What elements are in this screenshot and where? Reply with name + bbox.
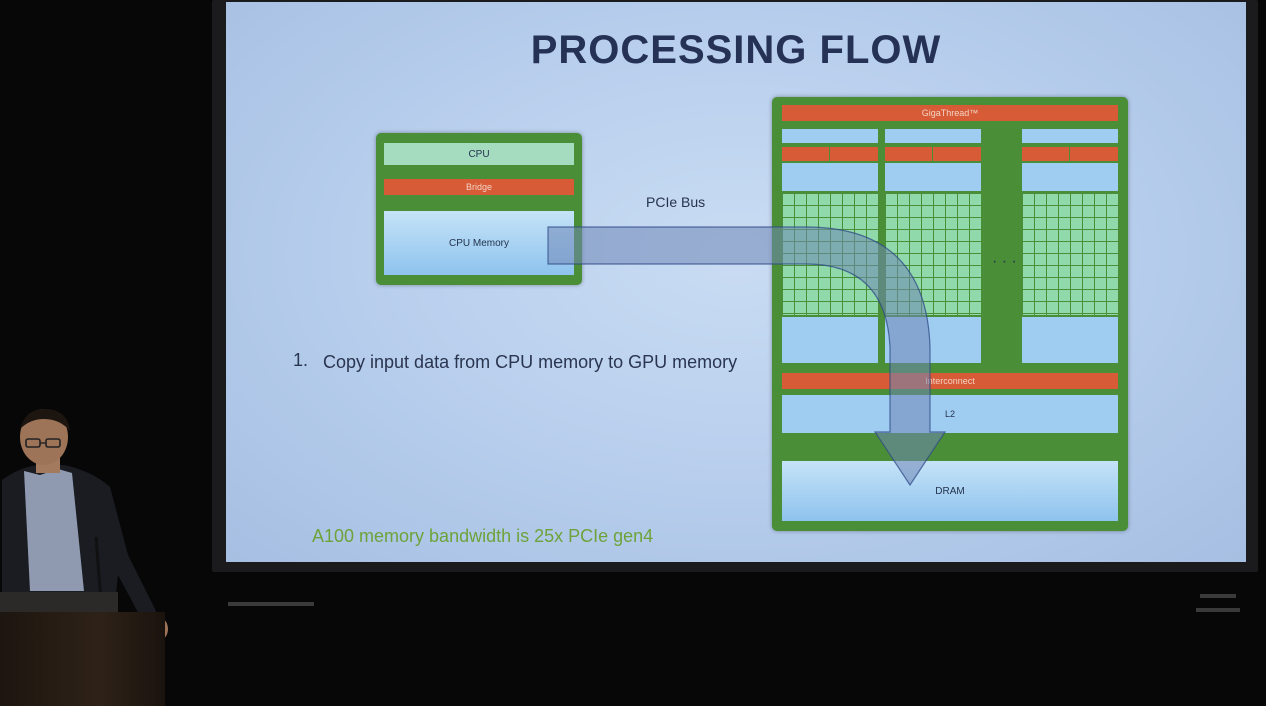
instruction-cache — [1022, 129, 1118, 143]
slide-title: PROCESSING FLOW — [530, 28, 942, 72]
stage-light — [1196, 608, 1240, 612]
warp-scheduler — [782, 147, 878, 161]
instruction-cache — [782, 129, 878, 143]
dram-label: DRAM — [782, 461, 1118, 521]
register-file — [1022, 163, 1118, 191]
cpu-block: CPU Bridge CPU Memory — [376, 133, 582, 285]
stage-light — [228, 602, 314, 606]
podium — [0, 612, 165, 706]
shared-memory — [885, 317, 981, 363]
interconnect-label: Interconnect — [782, 373, 1118, 389]
register-file — [885, 163, 981, 191]
cuda-core-grid — [1022, 193, 1118, 315]
gpu-block: GigaThread™ · · · Interconnect L2 DRAM — [772, 97, 1128, 531]
cpu-label: CPU — [384, 143, 574, 165]
warp-scheduler — [885, 147, 981, 161]
bandwidth-footnote: A100 memory bandwidth is 25x PCIe gen4 — [312, 526, 654, 546]
cpu-memory-label: CPU Memory — [384, 211, 574, 275]
cuda-core-grid — [885, 193, 981, 315]
step-text: Copy input data from CPU memory to GPU m… — [323, 352, 738, 372]
more-sms-ellipsis: · · · — [992, 253, 1017, 270]
cuda-core-grid — [782, 193, 878, 315]
step-number: 1. — [293, 350, 309, 370]
warp-scheduler — [1022, 147, 1118, 161]
stage-light — [1200, 594, 1236, 598]
podium-lectern-top — [0, 592, 118, 614]
pcie-bus-label: PCIe Bus — [646, 194, 706, 210]
gigathread-label: GigaThread™ — [782, 105, 1118, 121]
shared-memory — [782, 317, 878, 363]
l2-cache-label: L2 — [782, 395, 1118, 433]
presentation-slide: PROCESSING FLOW CPU Bridge CPU Memory PC… — [226, 2, 1246, 562]
register-file — [782, 163, 878, 191]
instruction-cache — [885, 129, 981, 143]
streaming-multiprocessor — [1022, 129, 1118, 363]
shared-memory — [1022, 317, 1118, 363]
streaming-multiprocessor — [885, 129, 981, 363]
bridge-label: Bridge — [384, 179, 574, 195]
streaming-multiprocessor — [782, 129, 878, 363]
